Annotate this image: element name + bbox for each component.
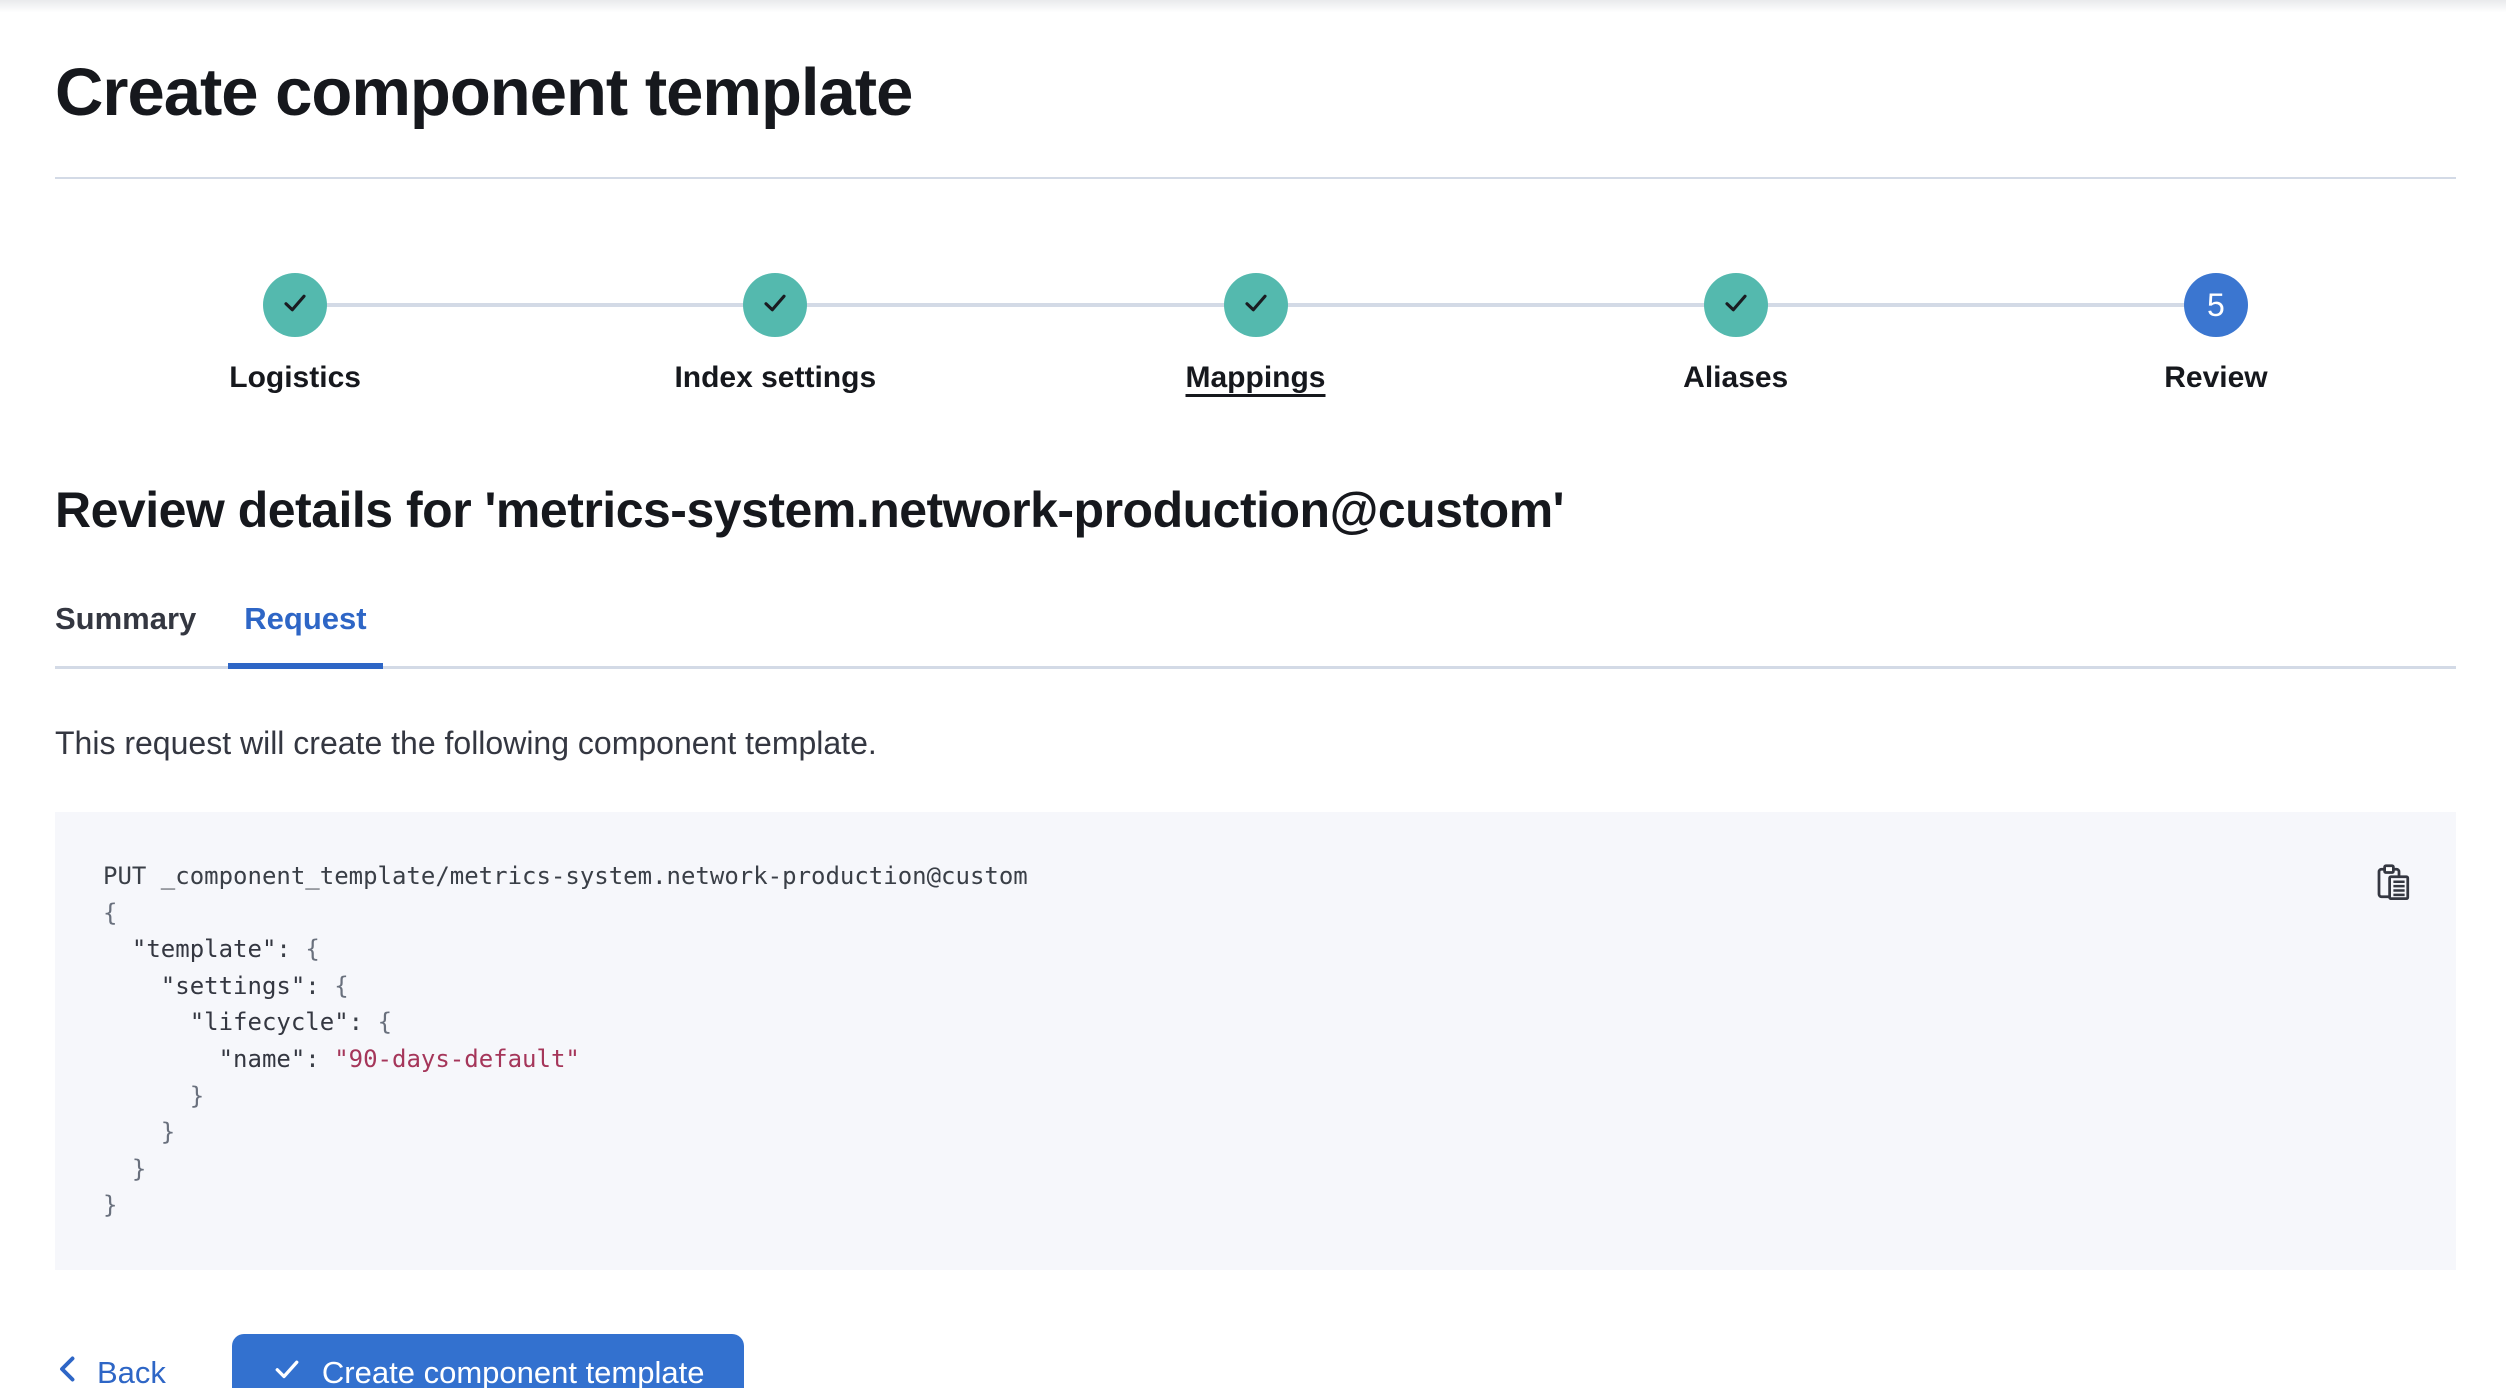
tab-request[interactable]: Request bbox=[228, 601, 383, 669]
step-number: 5 bbox=[2207, 286, 2225, 323]
review-heading: Review details for 'metrics-system.netwo… bbox=[55, 482, 1565, 538]
step-status-circle: 3 bbox=[1223, 273, 1288, 337]
step-review[interactable]: 5 Review bbox=[1976, 273, 2456, 395]
chevron-left-icon bbox=[55, 1354, 81, 1388]
create-component-template-page: Create component template 1 Logistics 2 … bbox=[0, 54, 2506, 1388]
step-label: Aliases bbox=[1683, 361, 1789, 394]
step-status-circle: 4 bbox=[1703, 273, 1768, 337]
review-tabs: Summary Request bbox=[55, 601, 2456, 669]
step-aliases[interactable]: 4 Aliases bbox=[1496, 273, 1976, 395]
code-line: } bbox=[160, 1118, 176, 1147]
page-title: Create component template bbox=[55, 55, 913, 130]
wizard-stepper: 1 Logistics 2 Index settings 3 Mappings bbox=[55, 273, 2456, 395]
request-code-block: PUT _component_template/metrics-system.n… bbox=[55, 812, 2456, 1270]
stepper-steps: 1 Logistics 2 Index settings 3 Mappings bbox=[55, 273, 2456, 395]
window-top-edge bbox=[0, 0, 2506, 14]
check-icon bbox=[1241, 288, 1271, 323]
back-button[interactable]: Back bbox=[55, 1354, 166, 1388]
step-label: Logistics bbox=[229, 361, 361, 394]
code-line: PUT _component_template/metrics-system.n… bbox=[103, 862, 1028, 890]
check-icon bbox=[1721, 288, 1751, 323]
step-label: Review bbox=[2164, 361, 2268, 394]
check-icon bbox=[760, 288, 790, 323]
tab-summary[interactable]: Summary bbox=[39, 601, 212, 669]
code-line: "settings": { bbox=[160, 971, 349, 1000]
create-component-template-button[interactable]: Create component template bbox=[231, 1333, 745, 1388]
step-index-settings[interactable]: 2 Index settings bbox=[535, 273, 1015, 395]
code-line: "name": "90-days-default" bbox=[218, 1044, 580, 1073]
step-mappings[interactable]: 3 Mappings bbox=[1015, 273, 1495, 395]
tab-label: Request bbox=[244, 601, 367, 636]
step-label: Mappings bbox=[1185, 361, 1326, 394]
tab-label: Summary bbox=[55, 601, 197, 636]
step-label: Index settings bbox=[674, 361, 877, 394]
code-line: } bbox=[189, 1081, 205, 1110]
copy-to-clipboard-button[interactable] bbox=[2372, 862, 2416, 906]
step-logistics[interactable]: 1 Logistics bbox=[55, 273, 535, 395]
create-button-label: Create component template bbox=[321, 1354, 705, 1388]
check-icon bbox=[280, 288, 310, 323]
code-line: } bbox=[103, 1191, 118, 1220]
code-line: "lifecycle": { bbox=[189, 1008, 393, 1037]
code-line: } bbox=[131, 1154, 147, 1183]
step-status-circle: 2 bbox=[743, 273, 808, 337]
code-line: "template": { bbox=[131, 935, 320, 964]
wizard-footer: Back Create component template bbox=[55, 1333, 2456, 1388]
step-status-circle: 5 bbox=[2183, 273, 2248, 337]
step-status-circle: 1 bbox=[263, 273, 328, 337]
title-divider bbox=[55, 177, 2456, 179]
check-icon bbox=[272, 1354, 302, 1388]
code-lines: PUT _component_template/metrics-system.n… bbox=[103, 858, 2408, 1224]
back-button-label: Back bbox=[97, 1354, 166, 1388]
copy-clipboard-icon bbox=[2374, 863, 2414, 906]
request-description: This request will create the following c… bbox=[55, 725, 877, 761]
code-line: { bbox=[103, 898, 118, 927]
